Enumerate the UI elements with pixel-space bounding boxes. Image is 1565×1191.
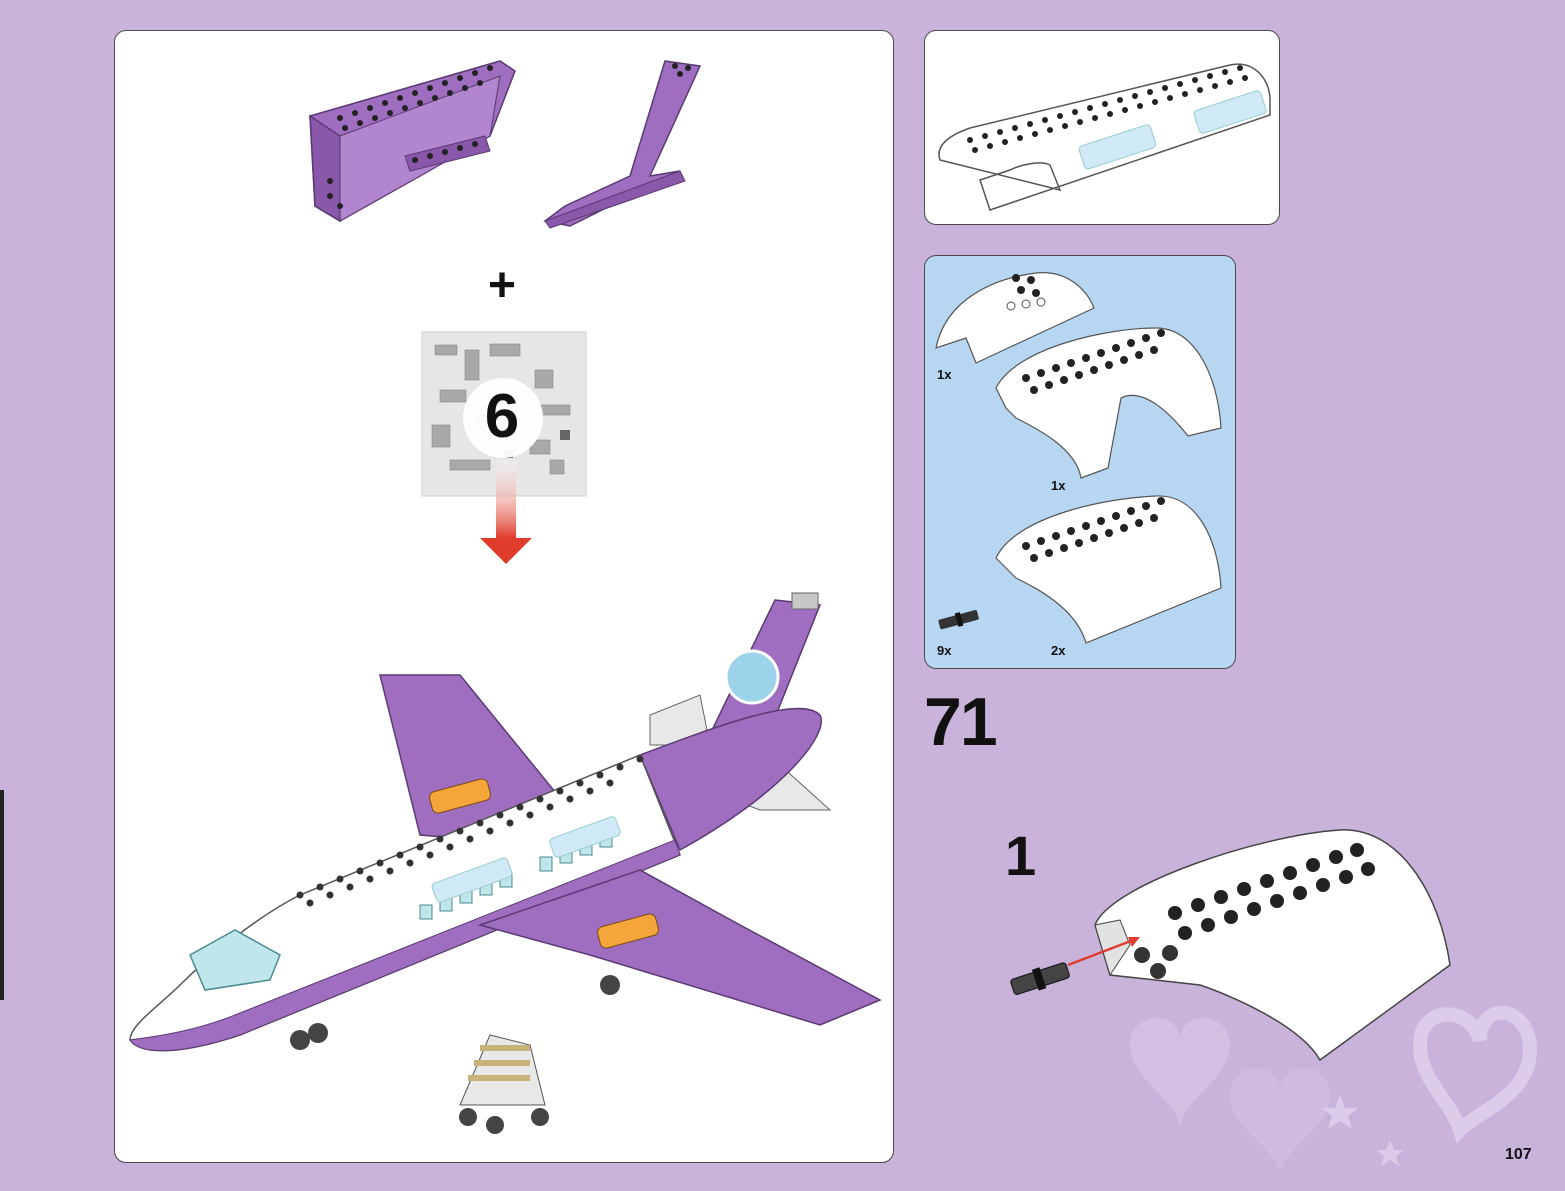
stairs-cart bbox=[459, 1034, 549, 1134]
qty-arch-piece: 1x bbox=[1051, 478, 1066, 493]
bag-number: 6 bbox=[484, 382, 520, 451]
qty-pin-connector: 9x bbox=[937, 643, 952, 658]
page-number: 107 bbox=[1505, 1146, 1532, 1163]
parts-list-images bbox=[935, 272, 1222, 644]
tail-section-part bbox=[309, 60, 516, 223]
plus-sign: + bbox=[488, 259, 517, 312]
substep-roof-assembly bbox=[1010, 829, 1451, 1062]
substep-number: 1 bbox=[1005, 824, 1037, 887]
roof-assembly-preview bbox=[938, 63, 1271, 211]
down-arrow-icon bbox=[480, 460, 532, 564]
qty-small-curve: 1x bbox=[937, 367, 952, 382]
page-edge-marker bbox=[0, 790, 4, 1000]
airplane-model bbox=[129, 592, 882, 1134]
decorative-hearts bbox=[1130, 1006, 1538, 1175]
qty-roof-piece: 2x bbox=[1051, 643, 1066, 658]
step-number: 71 bbox=[924, 684, 998, 760]
vertical-fin-part bbox=[543, 60, 702, 229]
